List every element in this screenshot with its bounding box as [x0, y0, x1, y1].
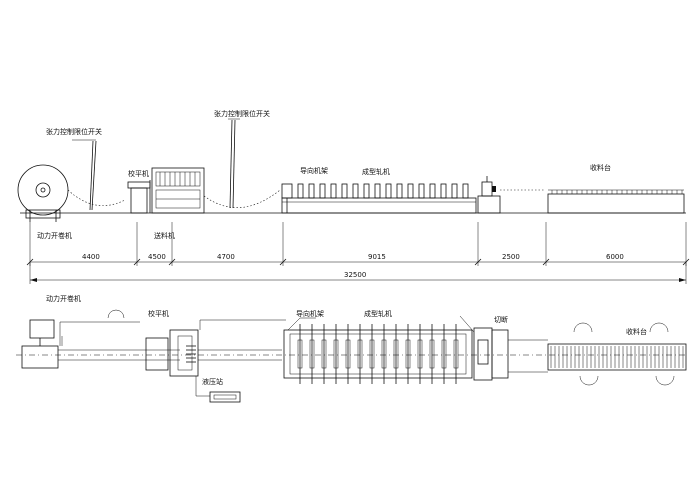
dim-slash: [542, 258, 550, 266]
forming-mill-side: [281, 183, 477, 214]
mill-roll-plan: [405, 339, 411, 369]
arc-mark-1: [107, 309, 125, 319]
dim-9015: 9015: [368, 253, 386, 261]
label-forming-mill-plan: 成型轧机: [364, 309, 392, 318]
mill-stand: [363, 183, 370, 199]
mill-stand: [308, 183, 315, 199]
mill-roll-plan: [333, 339, 339, 369]
label-feeder-side: 送料机: [154, 231, 175, 240]
dim-total: 32500: [344, 271, 366, 279]
label-collect-table-plan: 收料台: [626, 327, 647, 336]
tension-switch-post-2: [228, 118, 240, 209]
dim-2500: 2500: [502, 253, 520, 261]
cutter-plan: [459, 315, 509, 381]
mill-roll-plan: [393, 339, 399, 369]
collect-table-plan: [547, 322, 687, 386]
mill-stand: [462, 183, 469, 199]
mill-stand: [330, 183, 337, 199]
label-tension-switch-1: 张力控制限位开关: [46, 127, 102, 136]
label-leveler-plan: 校平机: [148, 309, 169, 318]
dim-4400: 4400: [82, 253, 100, 261]
mill-roll-plan: [369, 339, 375, 369]
label-leveler-side: 校平机: [128, 169, 149, 178]
mill-roll-plan: [297, 339, 303, 369]
mill-roll-plan: [429, 339, 435, 369]
label-cutter-plan: 切断: [494, 315, 508, 324]
dim-slash: [133, 258, 141, 266]
label-guide-frame-plan: 导向机架: [296, 309, 324, 318]
mill-stand: [319, 183, 326, 199]
dim-6000: 6000: [606, 253, 624, 261]
plan-view: 动力开卷机 校平机 液压站: [16, 294, 687, 403]
mill-roll-plan: [309, 339, 315, 369]
label-uncoiler-plan: 动力开卷机: [46, 294, 81, 303]
arc-mark-3: [649, 322, 669, 333]
mill-stand: [429, 183, 436, 199]
mill-roll-plan: [417, 339, 423, 369]
hydraulic-station: [195, 376, 241, 403]
label-hydraulic-station: 液压站: [202, 377, 223, 386]
mill-roll-plan: [345, 339, 351, 369]
label-forming-mill-side: 成型轧机: [362, 167, 390, 176]
mill-stand: [418, 183, 425, 199]
label-guide-frame-side: 导向机架: [300, 166, 328, 175]
leveler-side: [127, 180, 151, 214]
arc-mark-2: [573, 322, 593, 333]
strip-loop-2: [203, 189, 281, 208]
mill-stand: [341, 183, 348, 199]
arc-mark-4: [579, 375, 599, 386]
mill-stand: [385, 183, 392, 199]
mill-stand: [297, 183, 304, 199]
tension-switch-post-1: [72, 139, 97, 211]
guide-frame-side: [281, 183, 293, 213]
dim-slash: [474, 258, 482, 266]
dimension-chain: 4400 4500 4700 9015 2500 6000 32500: [26, 222, 690, 284]
forming-mill-plan: [283, 317, 473, 384]
collect-table-side: [547, 189, 685, 214]
mill-roll-plan: [441, 339, 447, 369]
dim-slash: [168, 258, 176, 266]
mill-stand: [407, 183, 414, 199]
arc-mark-5: [655, 375, 675, 386]
mill-stand: [352, 183, 359, 199]
mill-stand: [451, 183, 458, 199]
side-elevation: 张力控制限位开关 校平机: [17, 109, 686, 240]
guide-arm-plan: [287, 317, 316, 331]
dim-slash: [279, 258, 287, 266]
dim-4700: 4700: [217, 253, 235, 261]
mill-roll-plan: [357, 339, 363, 369]
cutter-side: [477, 176, 501, 214]
feeder-side: [151, 167, 205, 214]
strip-loop-1: [67, 189, 126, 206]
dim-4500: 4500: [148, 253, 166, 261]
mill-stand: [396, 183, 403, 199]
label-tension-switch-2: 张力控制限位开关: [214, 109, 270, 118]
mill-roll-plan: [381, 339, 387, 369]
label-uncoiler-side: 动力开卷机: [37, 231, 72, 240]
mill-stand: [374, 183, 381, 199]
label-collect-table-side: 收料台: [590, 163, 611, 172]
mill-stand: [440, 183, 447, 199]
uncoiler-plan: [21, 319, 140, 369]
mill-roll-plan: [453, 339, 459, 369]
mill-roll-plan: [321, 339, 327, 369]
uncoiler-coil: [17, 164, 69, 222]
leveler-plan: [145, 319, 286, 377]
